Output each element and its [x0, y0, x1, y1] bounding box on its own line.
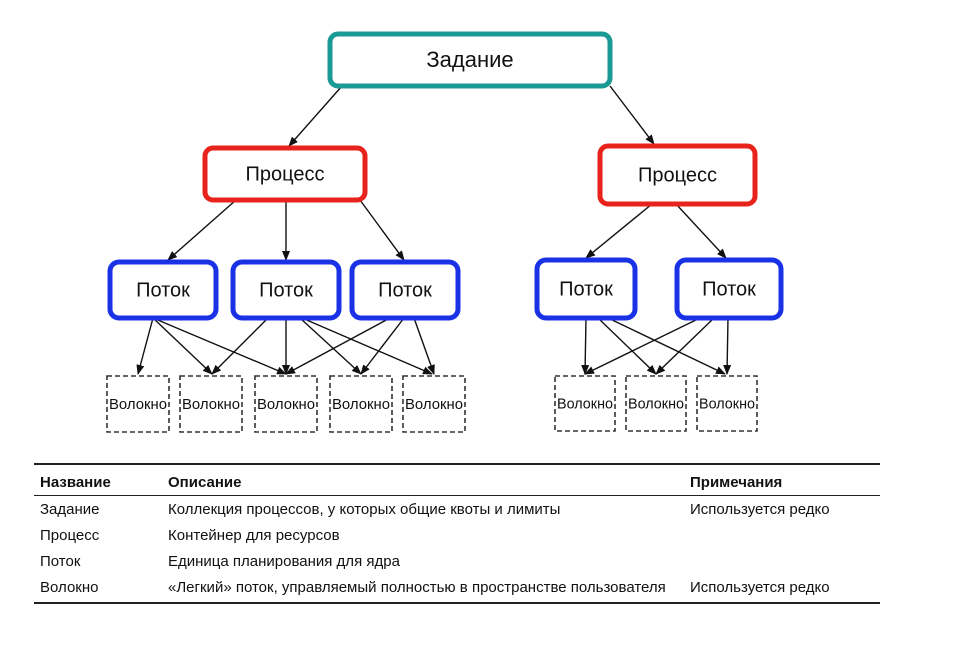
fiber-node-frame [254, 375, 318, 433]
job-node-frame [327, 31, 613, 89]
thread-node: Поток [674, 257, 784, 321]
cell-description: Единица планирования для ядра [168, 553, 400, 570]
fiber-node: Волокно [329, 375, 393, 433]
connector-arrow [360, 317, 405, 375]
table-row: Процесс Контейнер для ресурсов [34, 523, 880, 549]
connector-arrow [723, 317, 732, 375]
connector-arrow [299, 317, 362, 375]
table-header-row: Название Описание Примечания [34, 464, 880, 496]
fiber-node: Волокно [254, 375, 318, 433]
fiber-node-label: Волокно [557, 395, 613, 412]
thread-node-frame [674, 257, 784, 321]
table-row: Волокно «Легкий» поток, управляемый полн… [34, 575, 880, 603]
cell-name: Волокно [40, 579, 99, 596]
thread-node-label: Поток [559, 278, 613, 300]
process-node-label: Процесс [246, 163, 325, 185]
fiber-node-frame [402, 375, 466, 433]
job-node-label: Задание [426, 47, 513, 72]
table-row: Поток Единица планирования для ядра [34, 549, 880, 575]
thread-node-frame [349, 259, 461, 321]
connector-arrow [609, 85, 655, 145]
thread-node-frame [230, 259, 342, 321]
cell-notes: Используется редко [690, 579, 830, 596]
thread-node: Поток [230, 259, 342, 321]
connector-arrow [359, 199, 405, 261]
process-node: Процесс [202, 145, 368, 203]
connector-arrow [581, 317, 590, 375]
thread-node-frame [534, 257, 638, 321]
thread-node-label: Поток [702, 278, 756, 300]
connector-arrow [167, 199, 237, 261]
process-node: Процесс [597, 143, 758, 207]
cell-description: Контейнер для ресурсов [168, 527, 340, 544]
fiber-node-frame [554, 375, 616, 432]
thread-node: Поток [534, 257, 638, 321]
connector-arrow [285, 317, 391, 375]
cell-notes [684, 523, 880, 549]
connector-arrows [136, 85, 732, 375]
header-description: Описание [168, 474, 242, 491]
fiber-node: Волокно [106, 375, 170, 433]
entity-table: Название Описание Примечания Задание Кол… [34, 463, 880, 604]
fiber-node: Волокно [696, 375, 758, 432]
fiber-node-label: Волокно [405, 396, 463, 413]
thread-node-label: Поток [136, 279, 190, 301]
fiber-node-frame [329, 375, 393, 433]
cell-notes [684, 549, 880, 575]
connector-arrow [584, 317, 701, 375]
fiber-node-frame [179, 375, 243, 433]
connector-arrow [301, 317, 433, 375]
job-node: Задание [327, 31, 613, 89]
thread-node-label: Поток [259, 279, 313, 301]
thread-node: Поток [107, 259, 219, 321]
process-node-frame [597, 143, 758, 207]
fiber-node: Волокно [402, 375, 466, 433]
connector-arrow [655, 317, 715, 375]
cell-description: «Легкий» поток, управляемый полностью в … [168, 579, 666, 596]
cell-description: Коллекция процессов, у которых общие кво… [168, 501, 561, 518]
thread-node: Поток [349, 259, 461, 321]
connector-arrow [152, 317, 287, 375]
fiber-node-label: Волокно [109, 396, 167, 413]
fiber-node: Волокно [625, 375, 687, 432]
thread-node-label: Поток [378, 279, 432, 301]
connector-arrow [136, 317, 154, 375]
connector-arrow [675, 203, 727, 259]
connector-arrow [152, 317, 213, 375]
process-node-frame [202, 145, 368, 203]
fiber-node-label: Волокно [332, 396, 390, 413]
fiber-node-label: Волокно [257, 396, 315, 413]
process-node-label: Процесс [638, 164, 717, 186]
cell-name: Процесс [40, 527, 100, 544]
fiber-node-frame [106, 375, 170, 433]
cell-notes: Используется редко [690, 501, 830, 518]
connector-arrow [597, 317, 657, 375]
fiber-node-label: Волокно [182, 396, 240, 413]
cell-name: Поток [40, 553, 81, 570]
fiber-node-label: Волокно [628, 395, 684, 412]
fiber-node: Волокно [179, 375, 243, 433]
header-name: Название [40, 474, 111, 491]
connector-arrow [413, 317, 435, 375]
thread-node-frame [107, 259, 219, 321]
fiber-node-label: Волокно [699, 395, 755, 412]
connector-arrow [607, 317, 726, 375]
connector-arrow [585, 203, 653, 259]
connector-arrow [211, 317, 269, 375]
fiber-node-frame [696, 375, 758, 432]
cell-name: Задание [40, 501, 100, 518]
fiber-node-frame [625, 375, 687, 432]
header-notes: Примечания [690, 474, 783, 491]
table-row: Задание Коллекция процессов, у которых о… [34, 496, 880, 524]
fiber-node: Волокно [554, 375, 616, 432]
connector-arrow [288, 85, 343, 147]
